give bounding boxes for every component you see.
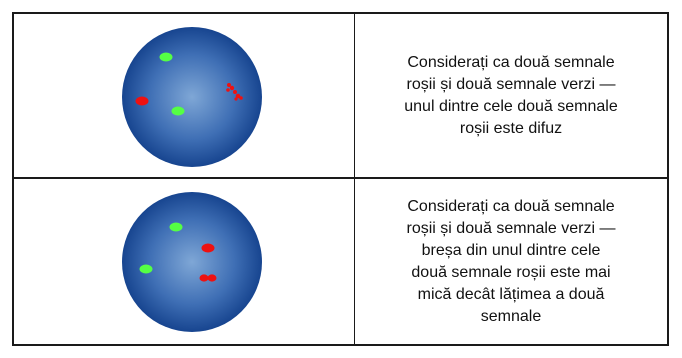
row-1-text-cell: Considerați ca două semnale roșii și dou… (355, 14, 667, 179)
signal-table: Considerați ca două semnale roșii și dou… (12, 12, 669, 346)
diffuse-red-signal (226, 83, 243, 101)
split-red-signal (199, 274, 217, 282)
row-2-image-cell (14, 179, 355, 344)
row-2-caption: Considerați ca două semnale roșii și dou… (406, 197, 616, 325)
nucleus-figure-2 (122, 192, 262, 332)
nucleus-figure-1 (122, 27, 262, 167)
green-signal (159, 52, 173, 62)
red-signal (135, 96, 149, 106)
row-1-image-cell (14, 14, 355, 179)
green-signal (169, 222, 183, 232)
nucleus (122, 192, 262, 332)
green-signal (139, 264, 153, 274)
row-2-text-cell: Considerați ca două semnale roșii și dou… (355, 179, 667, 344)
green-signal (171, 106, 185, 116)
nucleus (122, 27, 262, 167)
red-signal (201, 243, 215, 253)
row-1-caption: Considerați ca două semnale roșii și dou… (404, 53, 618, 137)
